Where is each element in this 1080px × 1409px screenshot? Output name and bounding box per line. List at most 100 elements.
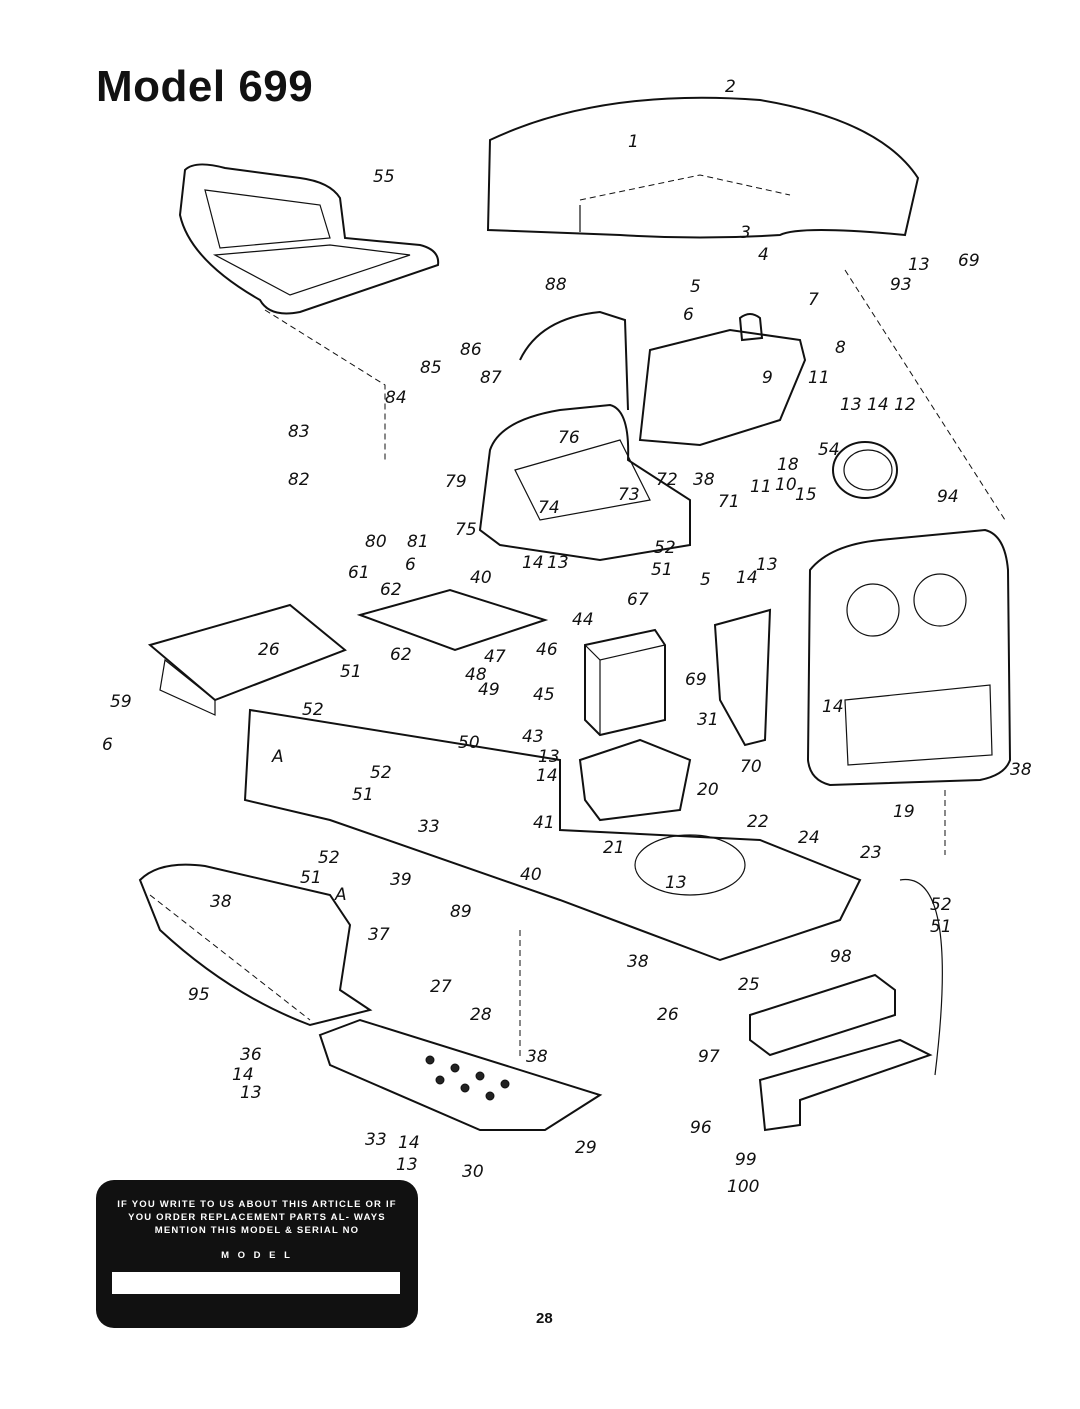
callout-label: 51 — [352, 785, 374, 805]
callout-label: 14 — [822, 697, 844, 717]
callout-label: 43 — [522, 727, 544, 747]
callout-label: 14 — [522, 553, 544, 573]
callout-label: 25 — [738, 975, 760, 995]
callout-label: 36 — [240, 1045, 262, 1065]
callout-label: 80 — [365, 532, 387, 552]
steering-shaft-part — [519, 310, 629, 411]
callout-label: 13 — [240, 1083, 262, 1103]
callout-label: 20 — [697, 780, 719, 800]
callout-label: 48 — [465, 665, 487, 685]
callout-label: 71 — [718, 492, 740, 512]
callout-label: 38 — [526, 1047, 548, 1067]
callout-label: 22 — [747, 812, 769, 832]
callout-label: 7 — [808, 290, 819, 310]
callout-label: 46 — [536, 640, 558, 660]
callout-label: 37 — [368, 925, 390, 945]
callout-label: 74 — [538, 498, 560, 518]
callout-label: 86 — [460, 340, 482, 360]
callout-label: 49 — [478, 680, 500, 700]
callout-label: 38 — [627, 952, 649, 972]
callout-label: 6 — [405, 555, 416, 575]
callout-label: 51 — [651, 560, 673, 580]
battery-tray-part — [578, 738, 692, 822]
footrest-part — [318, 1018, 603, 1131]
callout-label: 81 — [407, 532, 429, 552]
grille-part — [806, 528, 1012, 787]
callout-label: 28 — [470, 1005, 492, 1025]
callout-label: 62 — [390, 645, 412, 665]
callout-label: 54 — [818, 440, 840, 460]
callout-label: 52 — [370, 763, 392, 783]
headlight-part — [832, 441, 898, 499]
callout-label: 69 — [685, 670, 707, 690]
callout-label: 87 — [480, 368, 502, 388]
callout-label: 69 — [958, 251, 980, 271]
serial-number-notice: IF YOU WRITE TO US ABOUT THIS ARTICLE OR… — [96, 1180, 418, 1328]
dash-panel-part — [478, 403, 691, 562]
notice-model-label: M O D E L — [221, 1250, 293, 1261]
seat-plate-part — [356, 588, 549, 652]
callout-label: 13 — [908, 255, 930, 275]
callout-label: 47 — [484, 647, 506, 667]
callout-label: 21 — [603, 838, 625, 858]
callout-label: 3 — [740, 223, 751, 243]
callout-label: 27 — [430, 977, 452, 997]
callout-label: 14 — [398, 1133, 420, 1153]
callout-label: 79 — [445, 472, 467, 492]
page-title: Model 699 — [96, 62, 314, 111]
callout-label: 14 — [536, 766, 558, 786]
callout-label: 26 — [258, 640, 280, 660]
callout-label: 13 — [547, 553, 569, 573]
callout-label: 98 — [830, 947, 852, 967]
callout-label: 89 — [450, 902, 472, 922]
callout-label: 6 — [102, 735, 113, 755]
frame-part — [243, 708, 862, 962]
callout-label: 52 — [318, 848, 340, 868]
callout-label: 73 — [618, 485, 640, 505]
callout-label: 1 — [628, 132, 639, 152]
callout-label: 83 — [288, 422, 310, 442]
callout-label: 52 — [930, 895, 952, 915]
callout-label: 62 — [380, 580, 402, 600]
callout-label: 51 — [930, 917, 952, 937]
seat-part — [178, 163, 440, 315]
callout-label: A — [271, 747, 284, 767]
callout-label: 39 — [390, 870, 412, 890]
callout-label: 67 — [627, 590, 649, 610]
callout-label: 95 — [188, 985, 210, 1005]
notice-text: IF YOU WRITE TO US ABOUT THIS ARTICLE OR… — [117, 1199, 397, 1236]
callout-label: 55 — [373, 167, 395, 187]
callout-label: 99 — [735, 1150, 757, 1170]
fuel-tank-part — [638, 313, 807, 447]
hood-part — [486, 96, 920, 239]
battery-part — [584, 628, 666, 737]
callout-label: 11 — [808, 368, 830, 388]
callout-label: 70 — [740, 757, 762, 777]
side-plate-part — [713, 608, 772, 747]
callout-label: 61 — [348, 563, 370, 583]
callout-label: 6 — [683, 305, 694, 325]
counterweight-part — [749, 973, 933, 1132]
callout-label: 75 — [455, 520, 477, 540]
callout-label: 26 — [657, 1005, 679, 1025]
callout-label: 41 — [533, 813, 555, 833]
callout-label: 52 — [302, 700, 324, 720]
page-number: 28 — [536, 1310, 553, 1327]
callout-label: 94 — [937, 487, 959, 507]
callout-label: 40 — [470, 568, 492, 588]
callout-label: 2 — [725, 77, 736, 97]
callout-label: A — [334, 885, 347, 905]
callout-label: 5 — [690, 277, 701, 297]
callout-label: 97 — [698, 1047, 720, 1067]
callout-label: 96 — [690, 1118, 712, 1138]
serial-number-field — [112, 1272, 400, 1294]
callout-label: 85 — [420, 358, 442, 378]
callout-label: 45 — [533, 685, 555, 705]
callout-label: 44 — [572, 610, 594, 630]
callout-label: 29 — [575, 1138, 597, 1158]
callout-label: 38 — [1010, 760, 1032, 780]
callout-label: 14 — [736, 568, 758, 588]
callout-label: 13 — [665, 873, 687, 893]
